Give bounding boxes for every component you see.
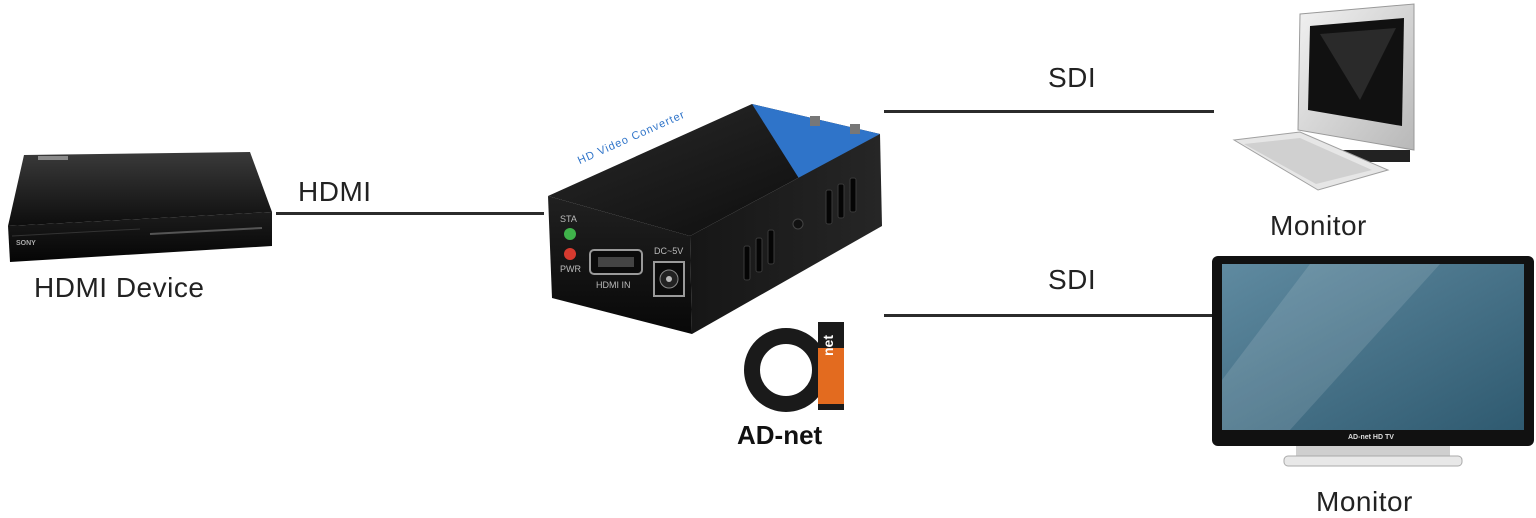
sdi-link-label-top: SDI [1048, 62, 1097, 93]
hdmi-link-label: HDMI [298, 176, 372, 207]
sdi-link-label-bottom: SDI [1048, 264, 1097, 295]
monitor-label-bottom: Monitor [1316, 486, 1413, 517]
converter-pwr-label: PWR [560, 264, 581, 274]
hdmi-device-brand: SONY [16, 240, 36, 247]
sdi-cable-bottom [884, 314, 1214, 317]
adnet-logo-text: AD-net [737, 420, 823, 450]
tv-bezel-text: AD-net HD TV [1348, 434, 1394, 441]
converter-hdmi-in-label: HDMI IN [596, 280, 631, 290]
converter-power-label: DC~5V [654, 246, 684, 256]
sdi-cable-top [884, 110, 1214, 113]
converter-sta-label: STA [560, 214, 577, 224]
hdmi-cable [276, 212, 544, 215]
monitor-label-top: Monitor [1270, 210, 1367, 241]
hdmi-device-label: HDMI Device [34, 272, 205, 303]
